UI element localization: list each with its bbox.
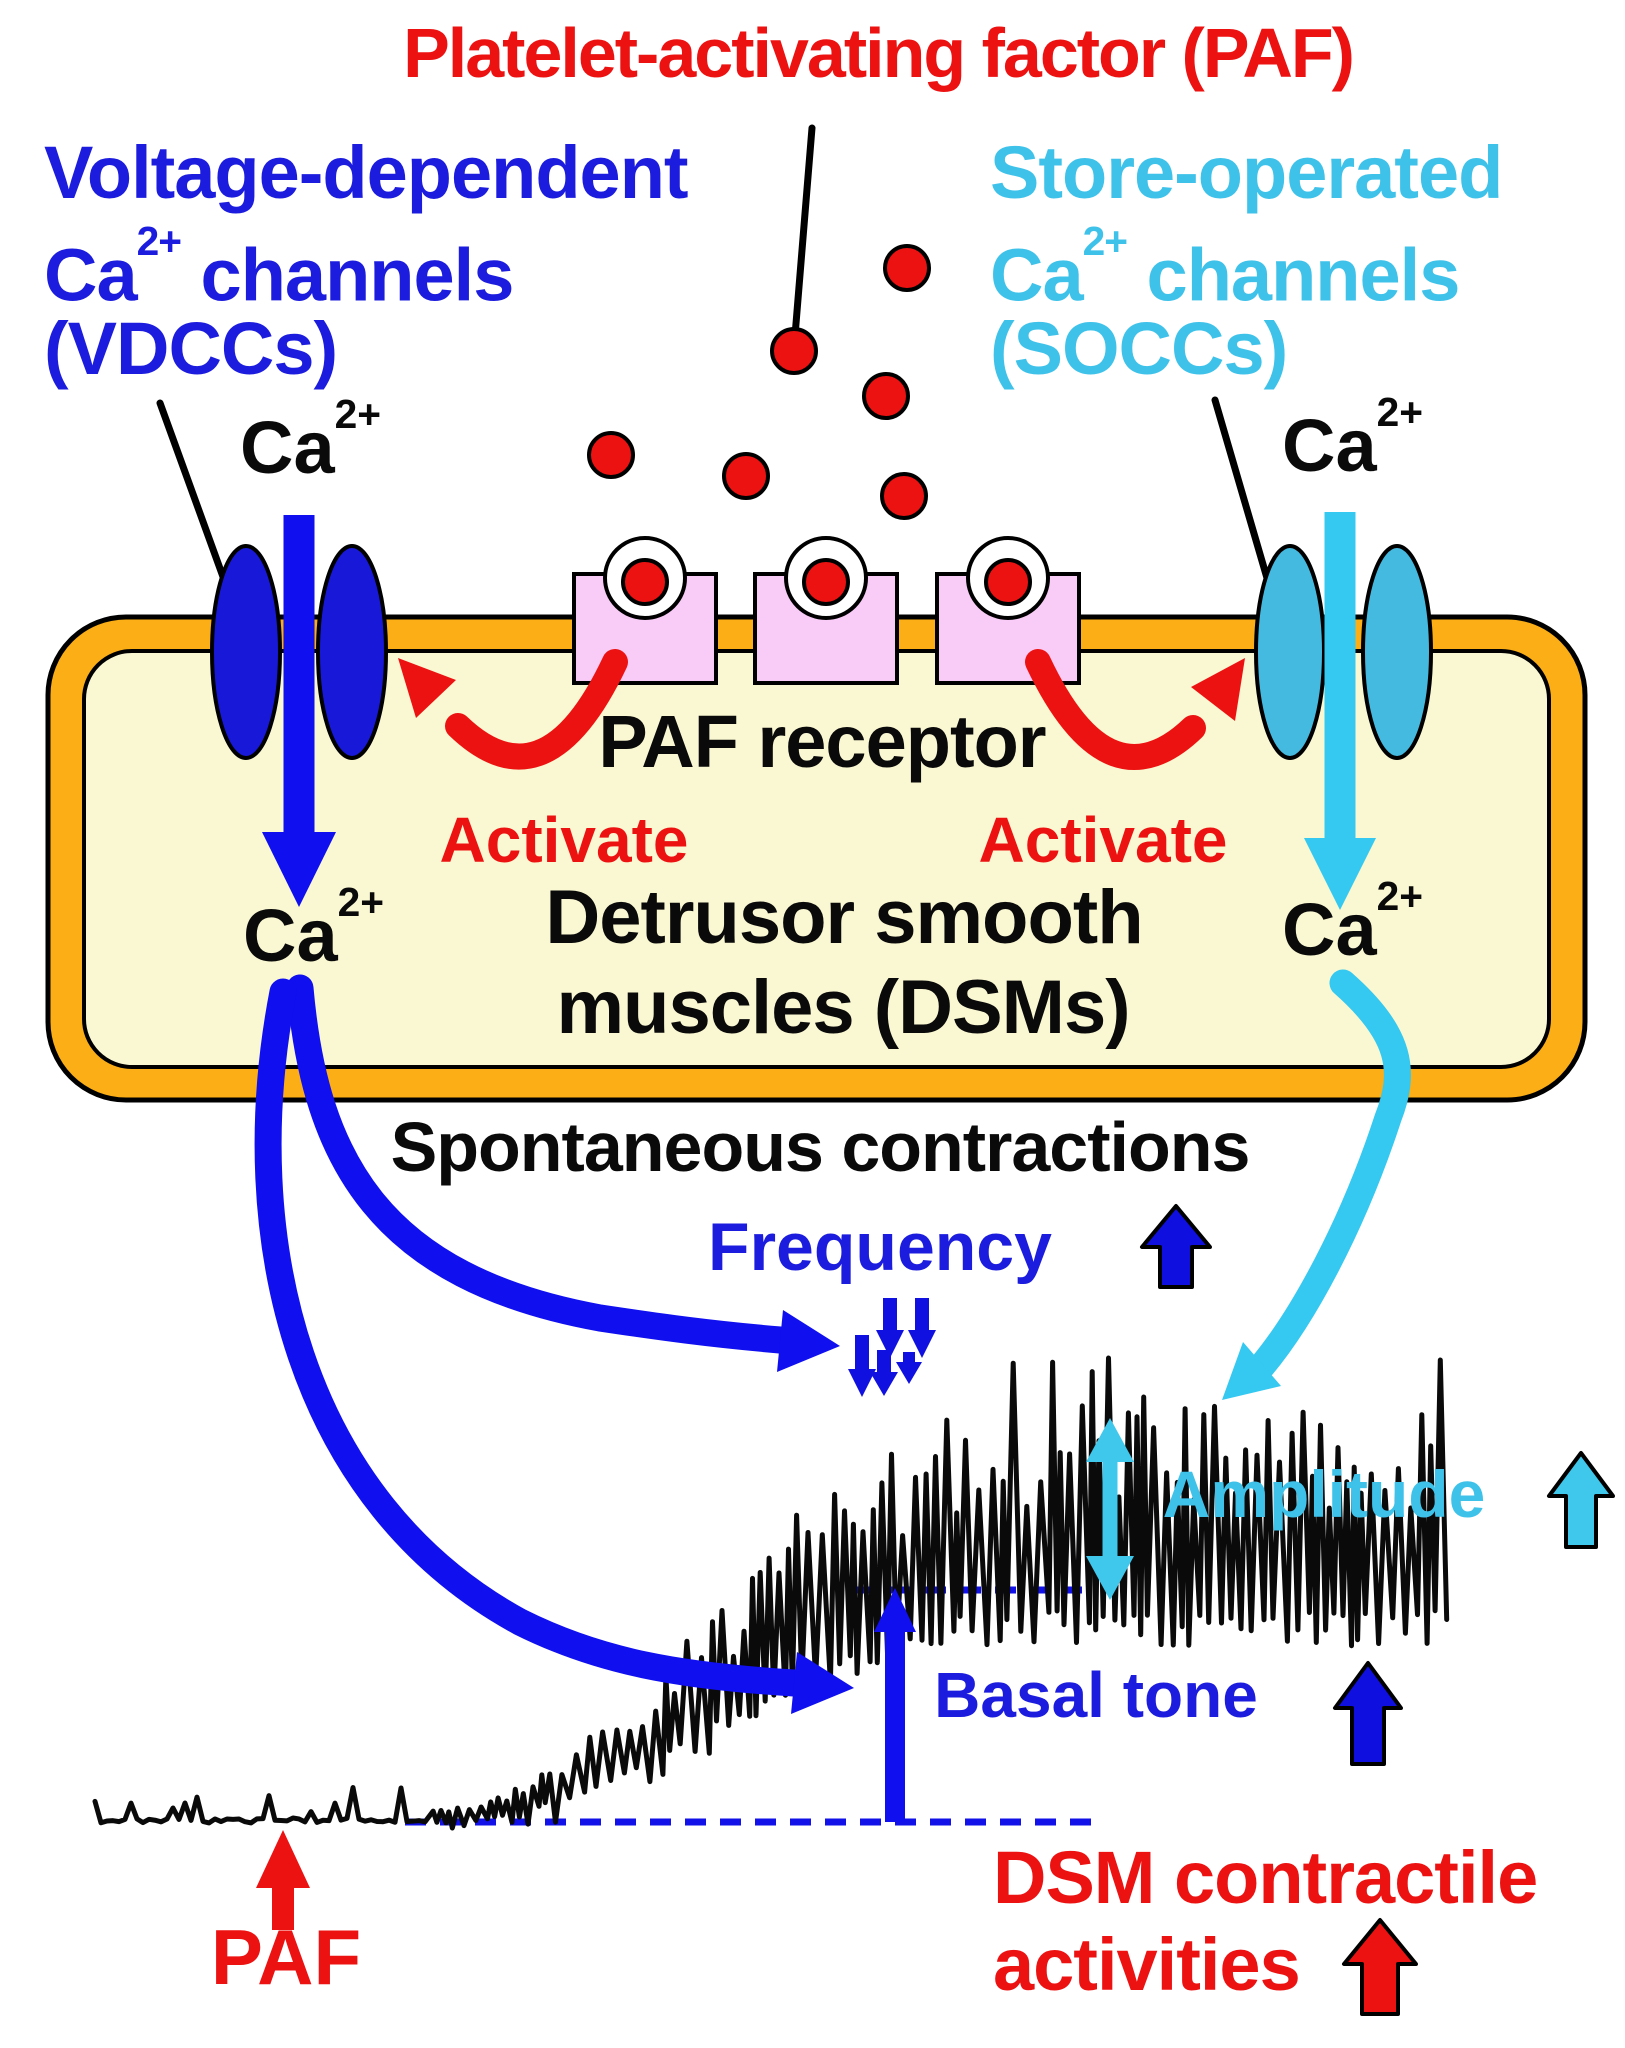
spontaneous-contractions-label: Spontaneous contractions xyxy=(390,1108,1251,1186)
socc-label-line2: Ca2+ channels xyxy=(990,218,1460,317)
ca-ion-label-outer-left: Ca2+ xyxy=(240,390,381,489)
frequency-marker-arrows xyxy=(848,1298,936,1397)
ca-to-amplitude-arrow xyxy=(1222,969,1411,1400)
cell-name-line2: muscles (DSMs) xyxy=(556,965,1130,1050)
ca-to-frequency-arrow xyxy=(286,974,840,1372)
paf-receptor-icon-1 xyxy=(572,536,718,685)
activate-label-right: Activate xyxy=(978,804,1228,876)
cell-name-line1: Detrusor smooth xyxy=(545,875,1143,960)
ca-ion-label-inner-right: Ca2+ xyxy=(1282,872,1423,971)
basal-tone-label: Basal tone xyxy=(934,1659,1258,1731)
paf-receptor-icon-2 xyxy=(753,536,899,685)
frequency-increase-arrow xyxy=(1140,1204,1212,1289)
paf-pointer-line xyxy=(790,124,816,352)
dsm-activities-label-line2: activities xyxy=(993,1923,1301,2006)
activate-arrow-right xyxy=(1025,649,1245,770)
vdcc-label-line3: (VDCCs) xyxy=(44,307,338,390)
socc-channel-icon-left xyxy=(1254,544,1326,760)
contraction-trace xyxy=(92,1355,1450,1831)
amplitude-range-arrow xyxy=(1086,1418,1134,1600)
ca-to-basal-tone-arrow xyxy=(254,978,854,1714)
ca-ion-label-outer-right: Ca2+ xyxy=(1282,388,1423,487)
amplitude-label: Amplitude xyxy=(1162,1457,1486,1531)
frequency-label: Frequency xyxy=(708,1209,1052,1285)
paf-receptor-label: PAF receptor xyxy=(598,700,1046,783)
dsm-activity-increase-arrow xyxy=(1342,1918,1418,2016)
vdcc-channel-icon-right xyxy=(316,544,388,760)
socc-channel-icon-right xyxy=(1361,544,1433,760)
ca-ion-label-inner-left: Ca2+ xyxy=(243,878,384,977)
vdcc-label-line2: Ca2+ channels xyxy=(44,218,514,317)
paf-application-arrow xyxy=(256,1830,310,1930)
activate-arrow-left xyxy=(398,649,628,770)
vdcc-label-line1: Voltage-dependent xyxy=(44,131,689,214)
basal-tone-increase-arrow xyxy=(1333,1661,1403,1766)
vdcc-channel-icon-left xyxy=(210,544,282,760)
vdcc-ca-influx-arrow xyxy=(262,515,336,907)
activate-label-left: Activate xyxy=(439,804,689,876)
paf-molecule-dots xyxy=(587,244,931,520)
socc-ca-influx-arrow xyxy=(1304,512,1376,910)
figure-title: Platelet-activating factor (PAF) xyxy=(403,14,1355,92)
paf-receptor-icon-3 xyxy=(935,536,1081,685)
amplitude-increase-arrow xyxy=(1547,1451,1615,1549)
paf-applied-label: PAF xyxy=(210,1913,362,2001)
basal-tone-measure-arrow xyxy=(874,1588,916,1822)
socc-label-line1: Store-operated xyxy=(990,131,1503,214)
socc-label-line3: (SOCCs) xyxy=(990,307,1288,390)
dsm-activities-label-line1: DSM contractile xyxy=(993,1836,1538,1919)
